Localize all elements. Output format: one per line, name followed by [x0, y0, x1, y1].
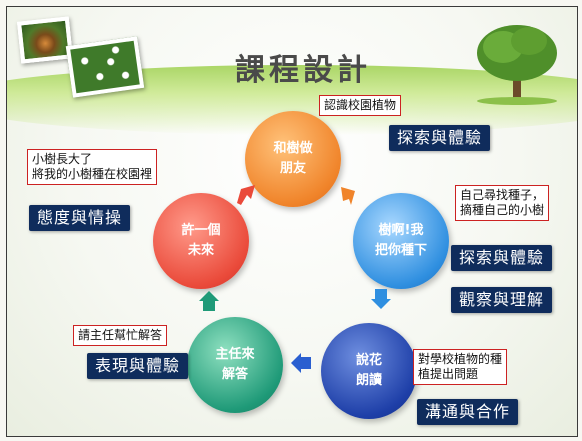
tag-observe: 觀察與理解 — [451, 287, 553, 313]
flower-photo-icon — [16, 16, 74, 64]
cycle-step-make-a-wish: 許一個 未來 — [153, 193, 249, 289]
arrow-up-icon — [199, 291, 219, 311]
tree-icon — [477, 25, 557, 105]
arrow-right-down-icon — [341, 187, 355, 205]
cycle-step-plant-tree: 樹啊!我 把你種下 — [353, 193, 449, 289]
arrow-right-up-icon — [237, 185, 255, 205]
page-title: 課程設計 — [235, 53, 371, 88]
arrow-down-icon — [371, 289, 391, 309]
tag-communicate: 溝通與合作 — [417, 399, 519, 425]
tag-explore-right: 探索與體驗 — [451, 245, 553, 271]
tag-explore-top: 探索與體驗 — [389, 125, 491, 151]
cycle-step-director-answers: 主任來 解答 — [187, 317, 283, 413]
slide-frame: 課程設計 和樹做 朋友 樹啊!我 把你種下 說花 朗讀 主任來 解答 許一個 未… — [6, 6, 578, 437]
tag-attitude: 態度與情操 — [29, 205, 131, 231]
note-left: 小樹長大了 將我的小樹種在校園裡 — [27, 149, 158, 185]
arrow-left-icon — [291, 353, 311, 373]
note-top: 認識校園植物 — [319, 95, 402, 116]
note-bottom-left: 請主任幫忙解答 — [73, 325, 168, 346]
note-bottom-right: 對學校植物的種 植提出問題 — [413, 349, 508, 385]
cycle-step-reading: 說花 朗讀 — [321, 323, 417, 419]
daisy-field-photo-icon — [65, 36, 145, 98]
tag-express: 表現與體驗 — [87, 353, 189, 379]
note-right: 自己尋找種子， 摘種自己的小樹 — [455, 185, 550, 221]
cycle-step-make-friends: 和樹做 朋友 — [245, 111, 341, 207]
